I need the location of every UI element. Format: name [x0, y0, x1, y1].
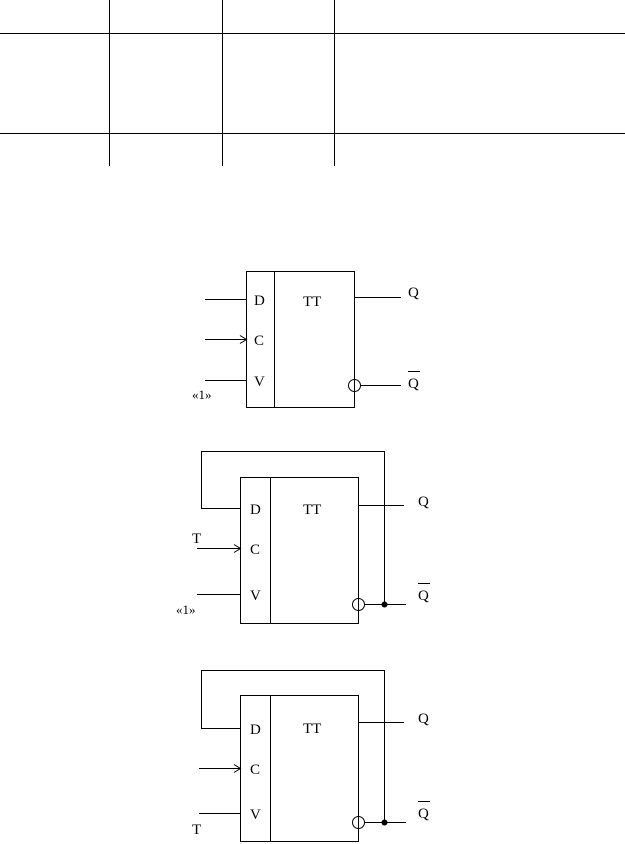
pin-c-label: C: [250, 762, 260, 778]
junction-dot: [381, 819, 388, 826]
flipflop-diagram-2: TT D C V T «1» Q Q: [176, 451, 430, 624]
pin-d-label: D: [250, 722, 261, 738]
pin-c-label: C: [254, 333, 264, 349]
c-input-signal-label: T: [192, 531, 201, 547]
qbar-output-label: Q: [418, 806, 429, 822]
c-input-arrow-icon: [233, 764, 242, 773]
c-input-arrow-icon: [233, 544, 242, 553]
v-input-signal-label: «1»: [192, 387, 212, 402]
flipflop-diagram-3: TT D C V T Q Q: [192, 670, 430, 842]
q-output-label: Q: [418, 494, 429, 510]
qbar-output-label: Q: [408, 376, 419, 392]
q-output-label: Q: [418, 711, 429, 727]
c-input-arrow-icon: [239, 335, 248, 344]
feedback-loop-wire: [201, 670, 385, 823]
flipflop-label: TT: [303, 502, 321, 518]
q-output-label: Q: [408, 285, 419, 301]
qbar-output-label: Q: [418, 588, 429, 604]
pin-d-label: D: [250, 502, 261, 518]
pin-v-label: V: [254, 374, 265, 390]
table-fragment: [0, 0, 625, 166]
flipflop-diagram-1: TT D C V «1» Q Q: [192, 271, 420, 408]
flipflop-body: [240, 477, 359, 624]
pin-c-label: C: [250, 542, 260, 558]
feedback-loop-wire: [201, 451, 385, 605]
pin-v-label: V: [250, 807, 261, 823]
v-input-signal-label: T: [192, 822, 201, 838]
v-input-signal-label: «1»: [176, 602, 196, 617]
pin-d-label: D: [254, 293, 265, 309]
junction-dot: [381, 601, 388, 608]
flipflop-label: TT: [303, 721, 321, 737]
pin-v-label: V: [250, 588, 261, 604]
flipflop-label: TT: [303, 294, 321, 310]
